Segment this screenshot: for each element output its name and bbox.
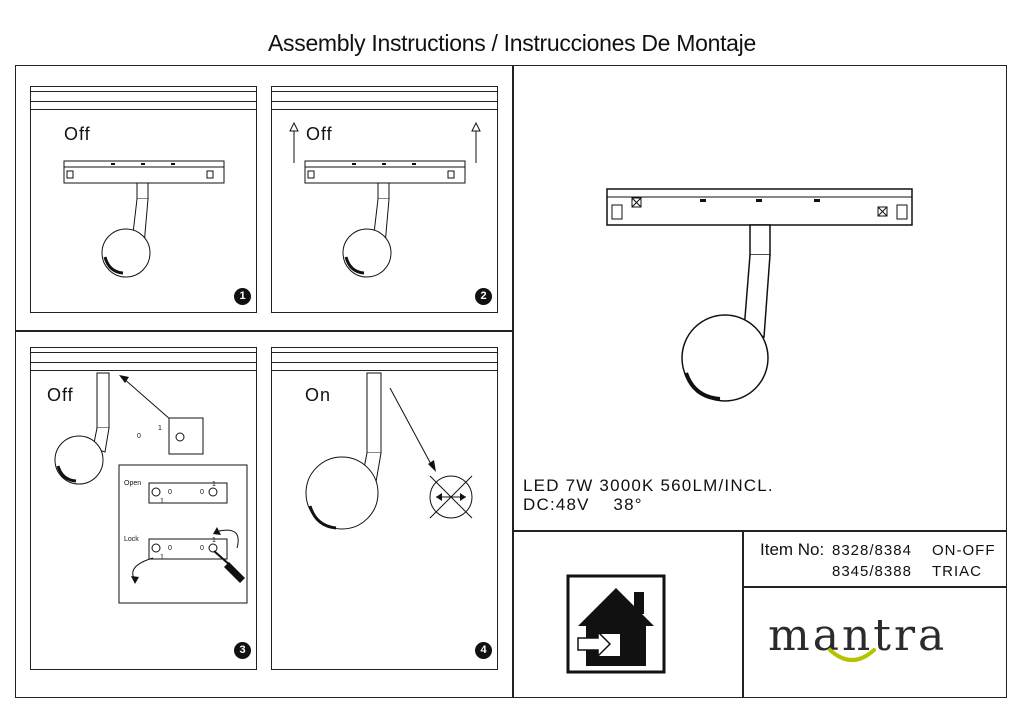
step-1-drawing bbox=[63, 160, 225, 278]
product-drawing bbox=[606, 188, 913, 402]
detail-mark-one: 1 bbox=[158, 425, 162, 432]
lock-mark-zero-b: 0 bbox=[200, 545, 204, 552]
step-3-label: Off bbox=[47, 385, 74, 405]
detail-mark-zero: 0 bbox=[137, 433, 141, 440]
divider-horizontal-left bbox=[15, 330, 512, 332]
lock-mark-one-a: 1 bbox=[160, 554, 164, 561]
spec-line-1: LED 7W 3000K 560LM/INCL. bbox=[523, 476, 774, 495]
step-1-panel: Off 1 bbox=[30, 86, 257, 313]
divider-vertical bbox=[512, 65, 514, 698]
detail-open-label: Open bbox=[124, 480, 142, 487]
item-code-2: 8345/8388 bbox=[832, 563, 912, 580]
step-1-label: Off bbox=[64, 124, 91, 144]
item-number-label: Item No: bbox=[760, 540, 825, 559]
screwdriver-icon bbox=[213, 550, 245, 583]
open-mark-zero-a: 0 bbox=[168, 489, 172, 496]
brand-logo: mantra bbox=[768, 610, 948, 661]
lock-mark-zero-a: 0 bbox=[168, 545, 172, 552]
open-mark-zero-b: 0 bbox=[200, 489, 204, 496]
detail-lock-label: Lock bbox=[124, 536, 139, 543]
instruction-frame bbox=[15, 65, 1007, 698]
step-4-panel: On 4 bbox=[271, 347, 498, 670]
step-4-number: 4 bbox=[475, 642, 492, 659]
brand-smile-icon bbox=[828, 648, 876, 662]
step-1-number: 1 bbox=[234, 288, 251, 305]
step-2-drawing bbox=[289, 121, 481, 278]
track-rail bbox=[31, 87, 256, 110]
arrow-up-icon bbox=[289, 121, 481, 163]
open-mark-one-b: 1 bbox=[212, 481, 216, 488]
step-3-drawing bbox=[54, 372, 248, 604]
step-2-panel: Off 2 bbox=[271, 86, 498, 313]
divider-horizontal-right bbox=[512, 530, 1007, 532]
step-4-label: On bbox=[305, 385, 332, 405]
divider-item-logo bbox=[742, 530, 744, 698]
lock-mark-one-b: 1 bbox=[212, 537, 216, 544]
indoor-use-house-icon bbox=[566, 574, 666, 674]
step-3-number: 3 bbox=[234, 642, 251, 659]
step-4-drawing bbox=[305, 372, 473, 530]
divider-item bbox=[742, 586, 1007, 588]
step-2-number: 2 bbox=[475, 288, 492, 305]
no-direct-light-icon bbox=[429, 475, 473, 519]
track-rail bbox=[31, 348, 256, 371]
spec-block: LED 7W 3000K 560LM/INCL. DC:48V 38° bbox=[523, 476, 774, 514]
track-rail bbox=[272, 87, 497, 110]
spec-line-2: DC:48V 38° bbox=[523, 495, 643, 514]
item-type-1: ON-OFF bbox=[932, 542, 996, 559]
track-rail bbox=[272, 348, 497, 371]
step-2-label: Off bbox=[306, 124, 333, 144]
item-code-1: 8328/8384 bbox=[832, 542, 912, 559]
step-3-panel: Off 1 0 Open Lock 0 0 1 1 0 0 1 1 bbox=[30, 347, 257, 670]
page-title: Assembly Instructions / Instrucciones De… bbox=[268, 30, 756, 56]
item-type-2: TRIAC bbox=[932, 563, 982, 580]
rotate-arrow-icon bbox=[131, 527, 239, 584]
open-mark-one-a: 1 bbox=[160, 498, 164, 505]
